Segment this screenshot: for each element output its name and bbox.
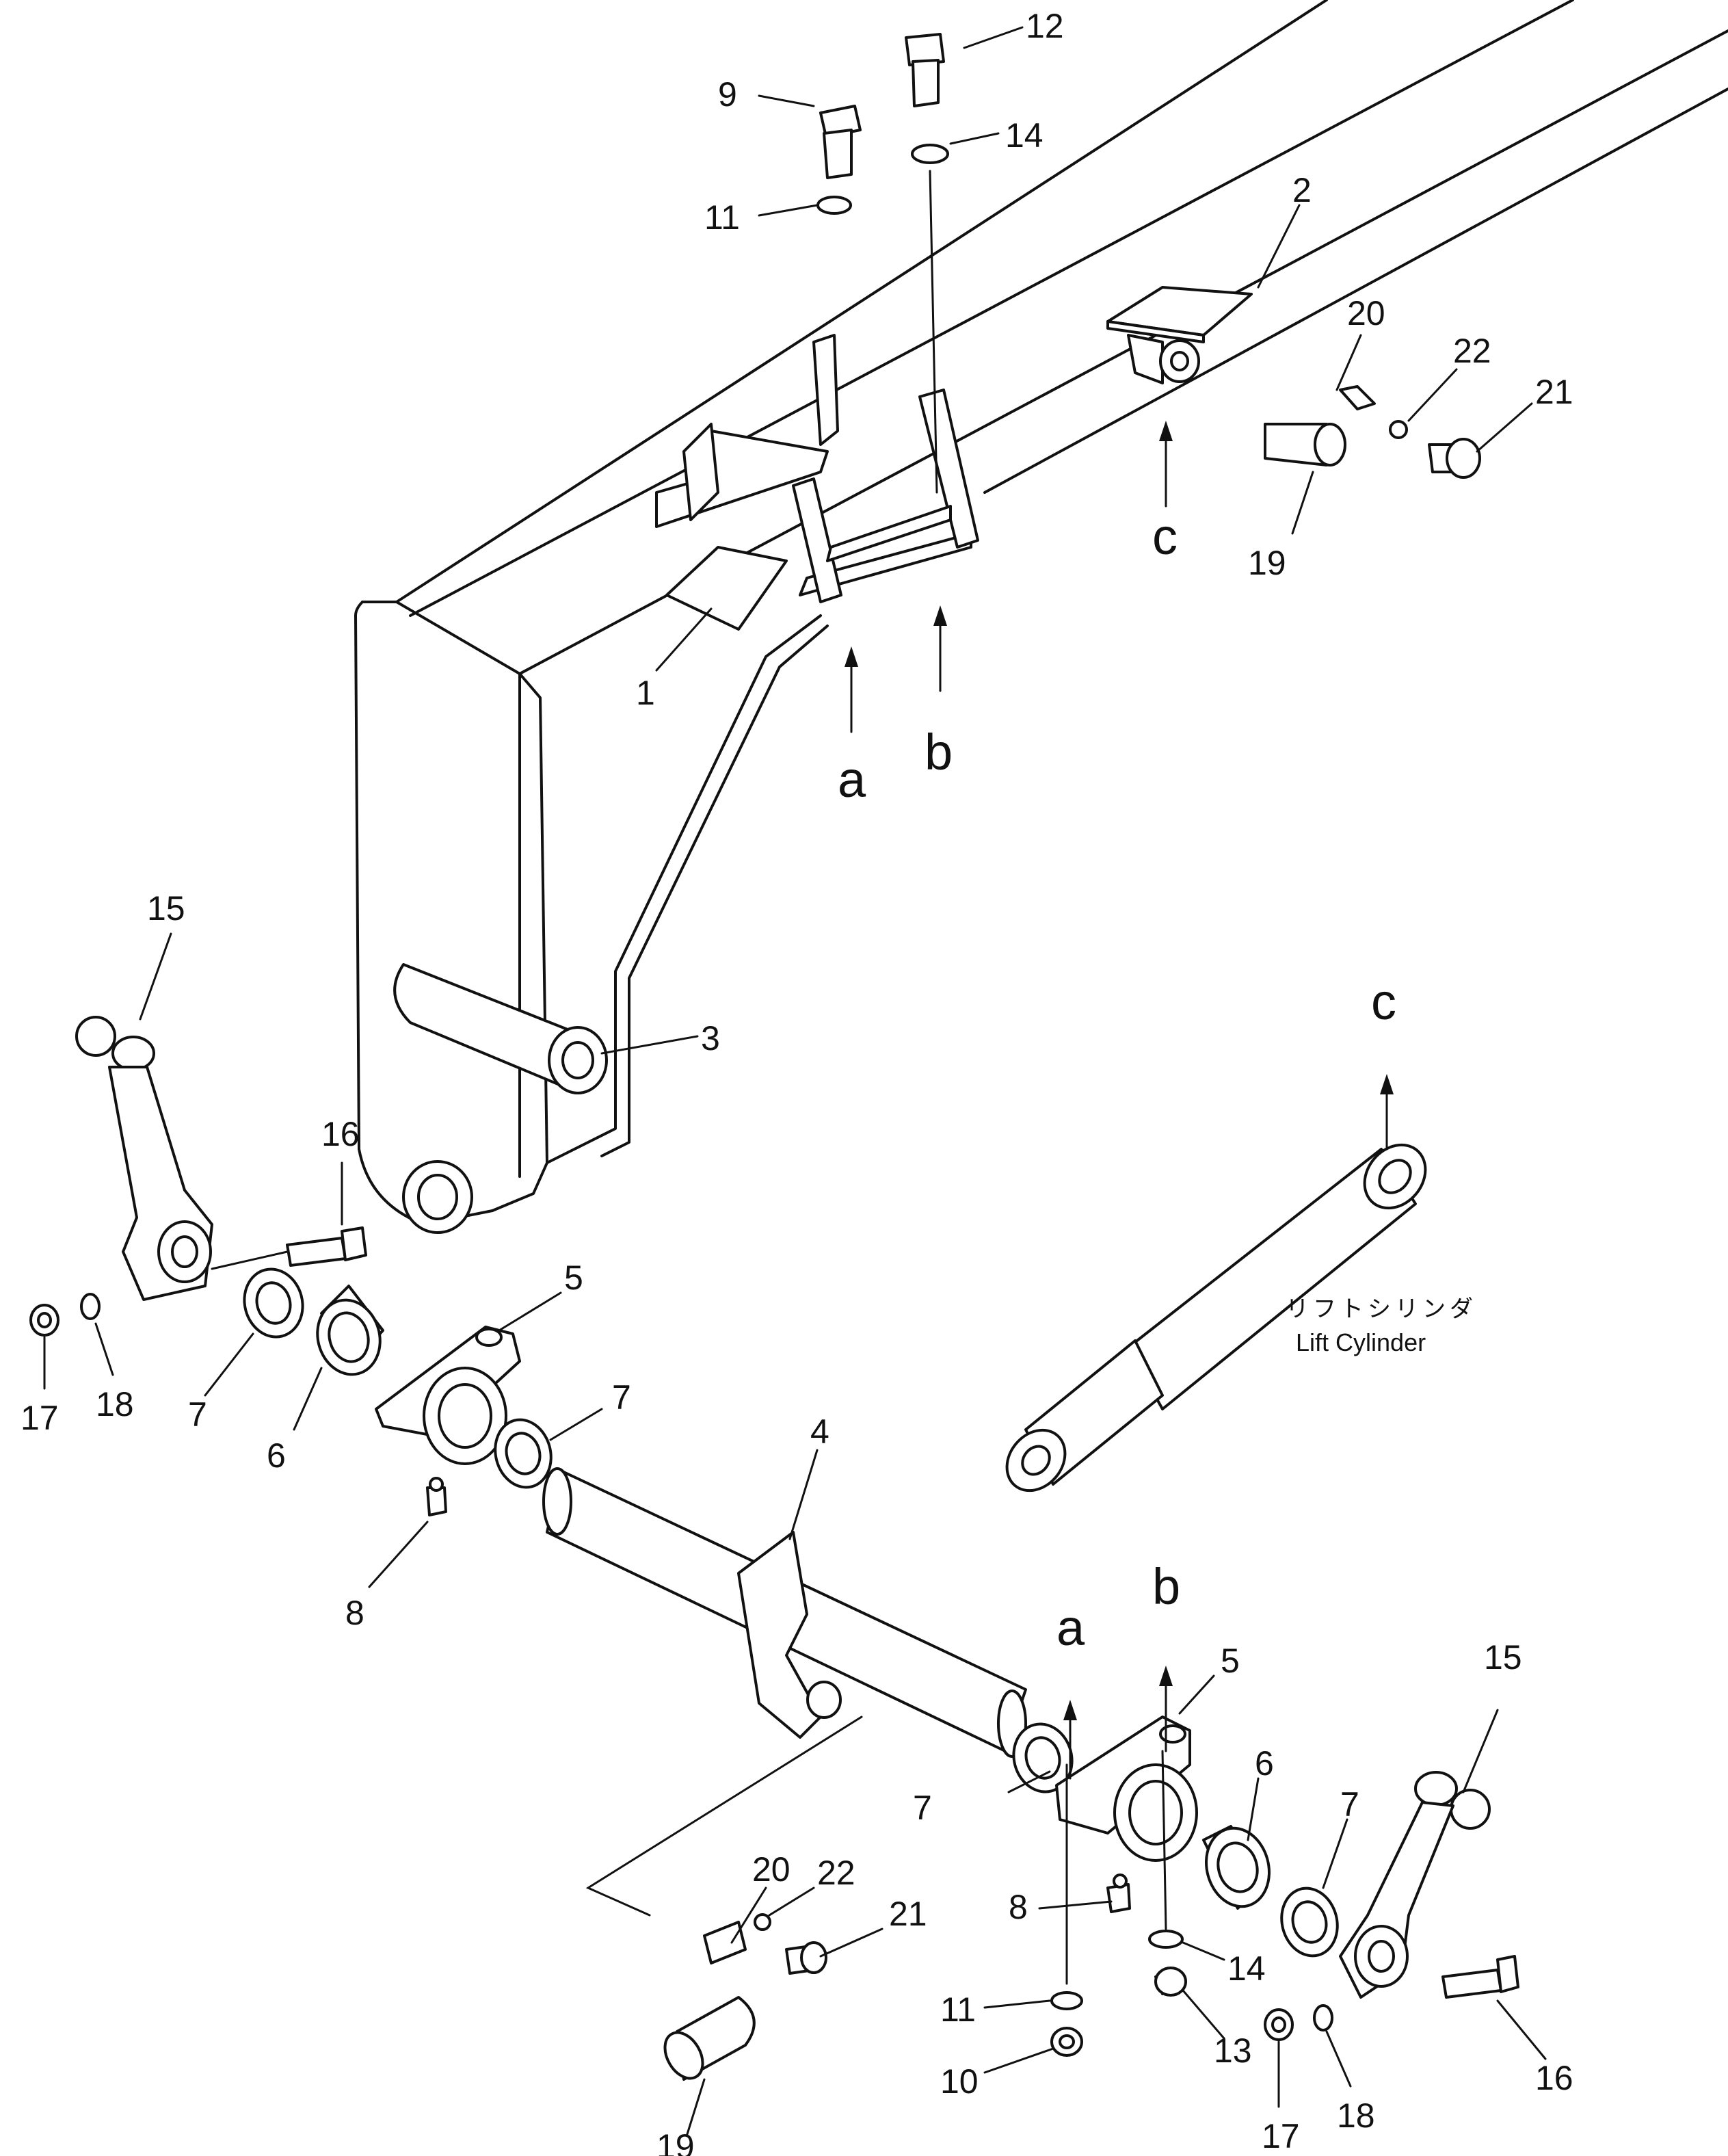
part-label: 7 <box>612 1378 631 1417</box>
part-label: 9 <box>718 75 737 114</box>
reference-letter: a <box>838 751 866 808</box>
part-label: 1 <box>636 674 655 712</box>
part-label: 7 <box>913 1789 932 1827</box>
part-label: 11 <box>940 1990 976 2029</box>
top-fasteners <box>816 33 949 494</box>
reference-arrows <box>845 421 1394 1780</box>
lift-cylinder <box>1005 1143 1427 1493</box>
part-label: 17 <box>21 1399 59 1437</box>
part-label: 22 <box>1453 332 1491 370</box>
reference-letter: c <box>1371 973 1396 1030</box>
part-label: 4 <box>810 1412 829 1451</box>
part-label: 10 <box>940 2062 979 2101</box>
part-label: 6 <box>1255 1744 1274 1783</box>
left-parts <box>29 1016 553 1516</box>
part-label: 16 <box>321 1115 360 1153</box>
part-label: 12 <box>1026 7 1064 45</box>
part-label: 11 <box>704 198 740 237</box>
boom-frame <box>354 0 1728 1234</box>
lift-cylinder-label-en: Lift Cylinder <box>1296 1328 1426 1356</box>
reference-letter: a <box>1056 1599 1085 1656</box>
part-label: 18 <box>1337 2096 1375 2135</box>
part-label: 18 <box>96 1385 134 1423</box>
pin-fasteners-top <box>1264 385 1481 479</box>
lift-cylinder-label-jp: リフトシリンダ <box>1286 1296 1477 1322</box>
pin-fasteners-bottom <box>585 1715 863 2081</box>
part-label: 16 <box>1535 2059 1573 2097</box>
part-label: 7 <box>1340 1785 1359 1824</box>
part-label: 20 <box>1347 294 1385 332</box>
part-label: 6 <box>267 1436 286 1475</box>
part-label: 14 <box>1005 116 1044 155</box>
part-number-labels: 1 2 3 4 5 5 6 6 7 7 7 7 8 8 9 10 11 11 1… <box>21 7 1573 2156</box>
part-label: 17 <box>1262 2117 1300 2155</box>
reference-letter: c <box>1152 508 1178 565</box>
reference-letter: b <box>1152 1558 1180 1615</box>
part-label: 7 <box>188 1395 207 1434</box>
reference-letters: a b c a b c <box>838 508 1396 1656</box>
cross-shaft <box>542 1467 1027 1758</box>
leader-lines <box>43 26 1547 2135</box>
part-label: 22 <box>817 1854 855 1892</box>
reference-letter: b <box>925 724 953 780</box>
part-label: 3 <box>701 1019 720 1057</box>
part-label: 20 <box>752 1850 790 1889</box>
part-label: 15 <box>1484 1638 1522 1677</box>
part-label: 19 <box>656 2127 695 2156</box>
part-label: 13 <box>1214 2032 1252 2070</box>
part-label: 8 <box>345 1594 364 1632</box>
lift-cylinder-callout: リフトシリンダ Lift Cylinder <box>1286 1296 1477 1356</box>
part-label: 2 <box>1292 171 1312 209</box>
part-label: 5 <box>564 1259 583 1297</box>
part-label: 21 <box>889 1895 927 1933</box>
right-parts <box>1012 1715 1519 2057</box>
part-label: 5 <box>1221 1642 1240 1680</box>
part-label: 14 <box>1227 1949 1266 1988</box>
part-label: 19 <box>1248 544 1286 582</box>
part-label: 21 <box>1535 373 1573 411</box>
part-label: 15 <box>147 889 185 928</box>
part-label: 8 <box>1009 1888 1028 1926</box>
